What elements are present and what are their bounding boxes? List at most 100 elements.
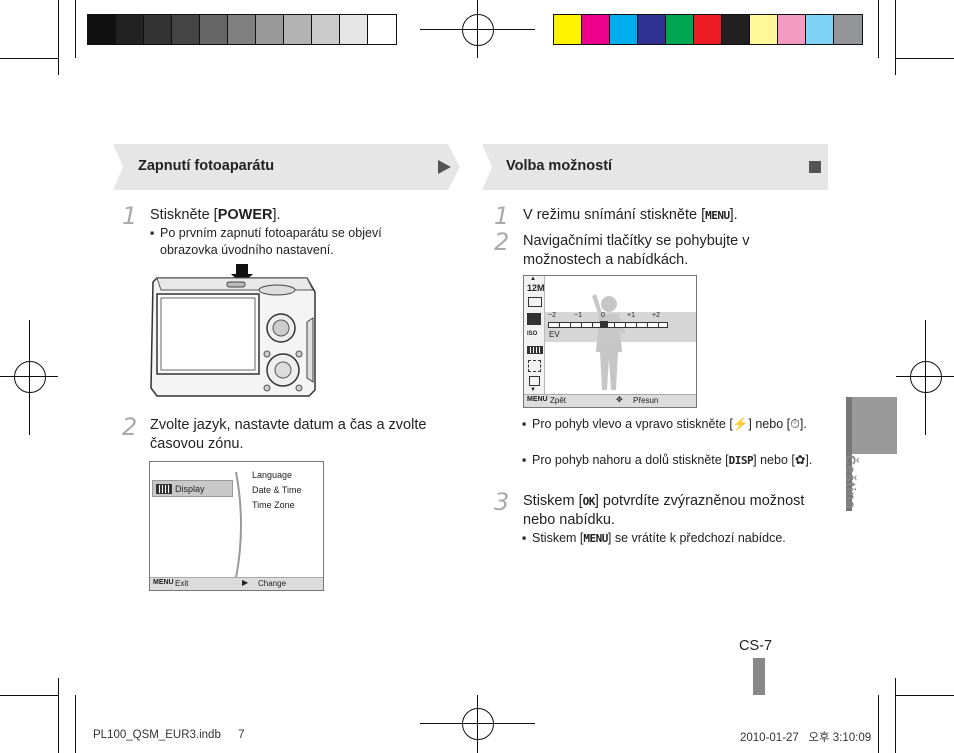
ev-label: EV	[549, 330, 560, 339]
footer-back[interactable]: Zpět	[550, 396, 567, 405]
step-text-post: ].	[272, 207, 281, 223]
stop-icon	[809, 161, 821, 173]
bullet-text-mid: ] nebo [	[748, 417, 791, 431]
gray-swatch	[116, 15, 144, 44]
color-swatch	[722, 15, 750, 44]
left-header-title: Zapnutí fotoaparátu	[138, 158, 275, 174]
step-number: 1	[122, 202, 138, 230]
power-key: POWER	[217, 207, 273, 223]
language-tab-label: Čeština	[843, 455, 859, 510]
color-swatch	[834, 15, 862, 44]
gray-swatch	[368, 15, 396, 44]
step-text-post: ] potvrdíte zvýrazněnou možnost nebo nab…	[523, 493, 805, 528]
gray-swatch	[312, 15, 340, 44]
flash-icon: ⚡	[732, 417, 749, 431]
camera-illustration	[150, 264, 316, 397]
bullet-text-post: ].	[799, 417, 807, 431]
scale-label: +1	[627, 312, 635, 319]
right-arrow-icon: ▶	[242, 578, 249, 587]
step-text: V režimu snímání stiskněte [MENU].	[523, 206, 738, 225]
quality-icon	[528, 297, 542, 307]
color-swatch	[666, 15, 694, 44]
bullet-text: Stiskem [MENU] se vrátíte k předchozí na…	[532, 530, 832, 547]
option-time-zone[interactable]: Time Zone	[252, 500, 295, 510]
scale-label: 0	[601, 312, 605, 319]
bullet-mark: ▪	[522, 417, 527, 431]
color-swatch	[554, 15, 582, 44]
menu-highlight[interactable]	[152, 480, 233, 497]
play-arrow-icon	[438, 160, 451, 174]
color-swatch	[694, 15, 722, 44]
bullet-text-pre: Pro pohyb nahoru a dolů stiskněte [	[532, 453, 729, 467]
footer-exit[interactable]: Exit	[175, 579, 189, 588]
step-text: Stiskem [OK] potvrdíte zvýrazněnou možno…	[523, 492, 833, 530]
timer-icon: ⏱	[790, 417, 800, 431]
step-number: 2	[494, 228, 510, 256]
shooting-menu-screen: −2 −1 0 +1 +2 EV ▲ 12M ISO ▼ MENU Zpět ✥…	[523, 275, 697, 408]
step-number: 2	[122, 413, 138, 441]
step-text-pre: Stiskem [	[523, 493, 583, 509]
icon-column	[524, 276, 545, 394]
grayscale-bar	[87, 14, 397, 45]
macro-icon: ✿	[794, 453, 806, 467]
gray-swatch	[340, 15, 368, 44]
ev-scale-marker	[600, 321, 608, 327]
gray-swatch	[284, 15, 312, 44]
color-swatch	[610, 15, 638, 44]
menu-divider	[235, 471, 242, 579]
scale-label: −2	[548, 312, 556, 319]
step-text: Zvolte jazyk, nastavte datum a čas a zvo…	[150, 417, 427, 452]
gray-swatch	[172, 15, 200, 44]
color-bar	[553, 14, 863, 45]
menu-item-display: Display	[175, 484, 205, 494]
ev-scale-bar	[548, 322, 668, 328]
color-swatch	[806, 15, 834, 44]
disp-key: DISP	[728, 454, 754, 467]
gray-swatch	[228, 15, 256, 44]
step-text-post: ].	[729, 207, 738, 223]
option-language[interactable]: Language	[252, 470, 293, 480]
bullet-text-post: ].	[805, 453, 813, 467]
bullet-text-pre: Pro pohyb vlevo a vpravo stiskněte [	[532, 417, 733, 431]
page-number: CS-7	[739, 638, 773, 654]
ev-icon	[527, 313, 541, 325]
bullet-text: Pro pohyb nahoru a dolů stiskněte [DISP]…	[532, 452, 822, 469]
option-date-time[interactable]: Date & Time	[252, 485, 302, 495]
face-detection-icon	[528, 360, 541, 372]
gray-swatch	[200, 15, 228, 44]
setup-screen: Display Language Date & Time Time Zone M…	[149, 461, 324, 591]
language-tab	[846, 397, 897, 454]
iso-icon: ISO	[527, 331, 538, 337]
color-swatch	[638, 15, 666, 44]
scale-label: +2	[652, 312, 660, 319]
screen-footer: MENU Zpět ✥ Přesun	[524, 394, 696, 407]
scale-label: −1	[574, 312, 582, 319]
color-swatch	[582, 15, 610, 44]
print-timestamp: 2010-01-27 오후 3:10:09	[740, 732, 872, 744]
bullet-mark: ▪	[522, 531, 527, 545]
file-page-number: 7	[238, 729, 245, 741]
step-text: Navigačními tlačítky se pohybujte v možn…	[523, 233, 750, 268]
step-text-pre: Stiskněte [	[150, 207, 218, 223]
bullet-text-post: ] se vrátíte k předchozí nabídce.	[607, 531, 786, 545]
bullet-text: Pro pohyb vlevo a vpravo stiskněte [⚡] n…	[532, 416, 822, 433]
navigation-icon: ✥	[616, 395, 623, 404]
focus-icon	[529, 376, 540, 386]
step-number: 3	[494, 488, 510, 516]
footer-move[interactable]: Přesun	[633, 396, 659, 405]
gray-swatch	[144, 15, 172, 44]
left-header-bg	[113, 144, 460, 190]
file-name-text: PL100_QSM_EUR3.indb	[93, 729, 221, 741]
white-balance-icon	[527, 346, 543, 354]
bullet-mark: ▪	[522, 453, 527, 467]
menu-key: MENU	[583, 532, 608, 545]
up-arrow-icon: ▲	[530, 276, 536, 282]
menu-key-icon: MENU	[527, 396, 548, 403]
color-swatch	[750, 15, 778, 44]
bullet-text: Po prvním zapnutí fotoaparátu se objeví …	[160, 226, 382, 257]
right-header-bg	[482, 144, 828, 190]
footer-change[interactable]: Change	[258, 579, 287, 588]
bullet-text-pre: Stiskem [	[532, 531, 584, 545]
resolution-icon: 12M	[527, 283, 545, 293]
bullet-text-mid: ] nebo [	[753, 453, 795, 467]
